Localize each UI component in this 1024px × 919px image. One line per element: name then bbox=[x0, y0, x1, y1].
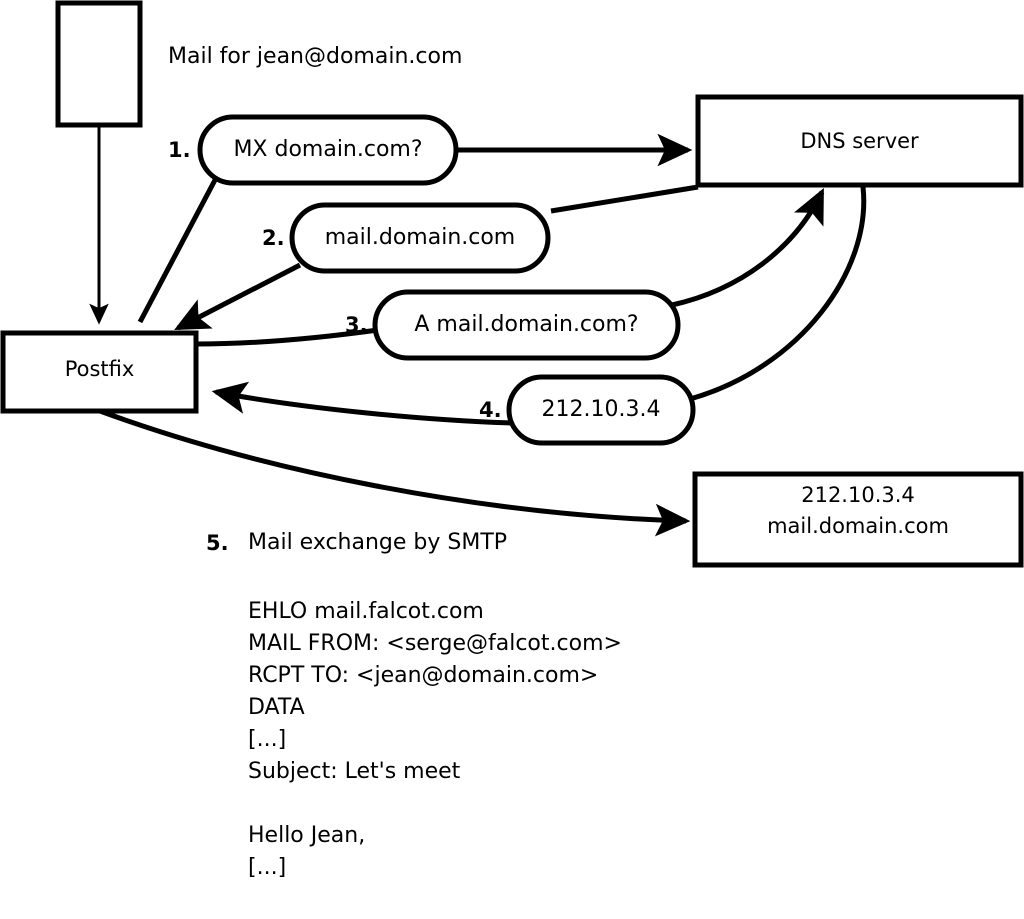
edge-dns-to-ip-pill bbox=[689, 186, 867, 402]
remote-mail-server-box-shape bbox=[692, 471, 1024, 568]
edge-dns-to-answer-pill bbox=[550, 184, 699, 214]
step-3-pill-shape[interactable] bbox=[372, 289, 681, 361]
edge-postfix-to-a-pill bbox=[195, 327, 379, 347]
edge-postfix-to-remote-smtp bbox=[99, 408, 691, 537]
step-2-number: 2. bbox=[262, 226, 285, 250]
step-1-label[interactable]: MX domain.com? bbox=[233, 137, 423, 162]
step-4-pill-shape[interactable] bbox=[506, 374, 696, 446]
edge-a-pill-to-dns bbox=[671, 188, 825, 308]
step-5-number: 5. bbox=[206, 531, 229, 555]
step-3-number: 3. bbox=[345, 313, 368, 337]
smtp-line: [...] bbox=[248, 727, 287, 752]
step-4-number: 4. bbox=[479, 398, 502, 422]
step-5-label: Mail exchange by SMTP bbox=[248, 530, 508, 555]
dns-server-box-shape bbox=[695, 94, 1024, 188]
edge-answer-pill-to-postfix bbox=[174, 262, 302, 331]
edge-ip-pill-to-postfix bbox=[211, 381, 513, 426]
smtp-line: RCPT TO: <jean@domain.com> bbox=[248, 663, 599, 688]
postfix-box-shape bbox=[0, 330, 199, 414]
mail-for-title: Mail for jean@domain.com bbox=[168, 44, 463, 69]
client-box-shape bbox=[55, 0, 143, 128]
smtp-line: MAIL FROM: <serge@falcot.com> bbox=[248, 631, 622, 656]
smtp-line: Hello Jean, bbox=[248, 823, 366, 848]
smtp-line-blank bbox=[248, 884, 622, 916]
smtp-line-blank bbox=[248, 788, 622, 820]
smtp-line: EHLO mail.falcot.com bbox=[248, 599, 484, 624]
step-3-label[interactable]: A mail.domain.com? bbox=[414, 312, 639, 337]
step-2-label[interactable]: mail.domain.com bbox=[324, 225, 516, 250]
smtp-transcript: EHLO mail.falcot.com MAIL FROM: <serge@f… bbox=[248, 596, 622, 919]
smtp-line: Subject: Let's meet bbox=[248, 759, 461, 784]
step-1-pill-shape[interactable] bbox=[197, 114, 459, 186]
step-4-label[interactable]: 212.10.3.4 bbox=[541, 397, 661, 422]
step-1-number: 1. bbox=[168, 138, 191, 162]
smtp-line: DATA bbox=[248, 695, 305, 720]
step-2-pill-shape[interactable] bbox=[289, 202, 551, 274]
smtp-line: [...] bbox=[248, 855, 287, 880]
edge-postfix-to-mx-pill bbox=[137, 178, 218, 324]
